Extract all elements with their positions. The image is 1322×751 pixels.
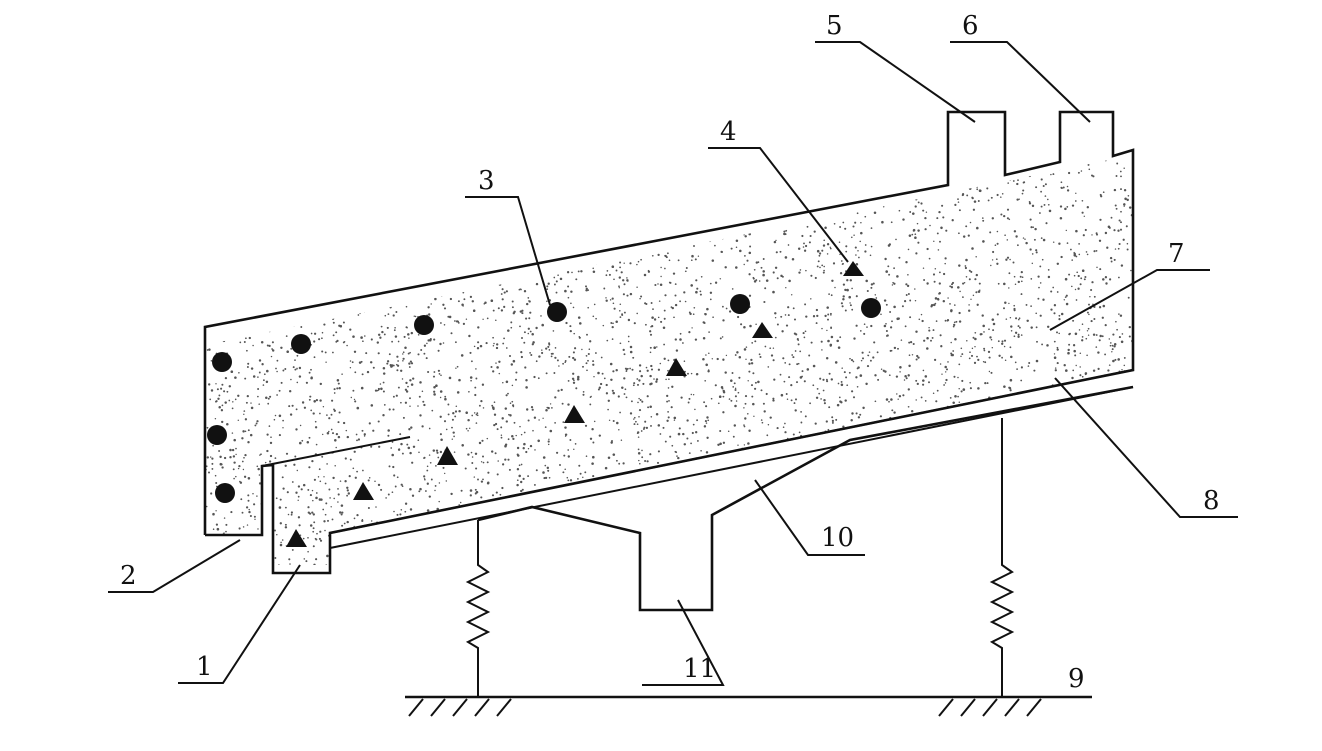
label-7: 7 [1168,239,1185,269]
label-1: 1 [196,652,213,682]
label-8: 8 [1203,486,1220,516]
label-11: 11 [683,654,716,684]
ground-hatch [408,698,1042,717]
screen-deck-top [329,369,1134,534]
leader-lines [108,41,1238,686]
housing-outline [203,110,1135,575]
label-4: 4 [720,117,737,147]
material-bed [205,155,1133,565]
inner-divider [261,436,411,467]
label-10: 10 [821,523,854,553]
spring-left [465,520,491,697]
label-9: 9 [1068,664,1085,694]
label-5: 5 [826,11,843,41]
undersize-hopper [477,385,1134,612]
label-6: 6 [962,11,979,41]
coarse-particles [207,294,881,503]
label-2: 2 [120,561,137,591]
label-3: 3 [478,166,495,196]
spring-right [989,418,1015,697]
screen-deck-bottom [329,386,1134,549]
fine-particles [286,261,864,547]
